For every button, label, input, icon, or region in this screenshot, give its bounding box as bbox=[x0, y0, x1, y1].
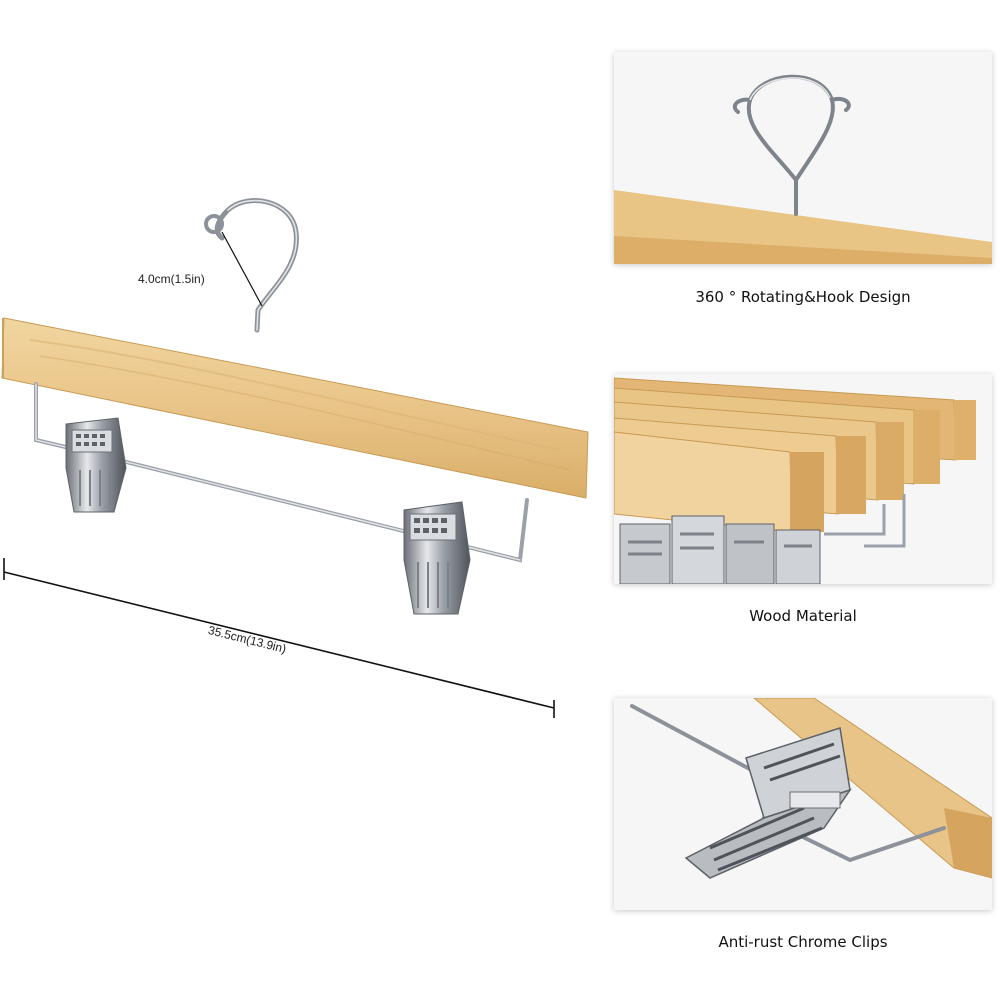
dimension-line-hook bbox=[221, 231, 263, 307]
wooden-bar bbox=[1, 317, 589, 499]
hook-icon bbox=[614, 74, 992, 264]
feature-caption-wood: Wood Material bbox=[749, 607, 857, 625]
chrome-clip bbox=[684, 727, 852, 879]
feature-caption-clip: Anti-rust Chrome Clips bbox=[718, 933, 888, 951]
wood-slats bbox=[614, 377, 976, 533]
feature-caption-hook: 360 ° Rotating&Hook Design bbox=[695, 288, 911, 306]
dimension-line-length bbox=[3, 558, 555, 718]
hanger-illustration bbox=[1, 198, 589, 718]
feature-panel-hook bbox=[614, 52, 992, 264]
wood-icon bbox=[614, 377, 976, 584]
right-clip bbox=[403, 501, 471, 615]
feature-panel-wood bbox=[614, 374, 992, 584]
hook bbox=[204, 198, 299, 333]
wood-clips bbox=[619, 494, 906, 584]
left-clip bbox=[65, 417, 127, 513]
hook-height-label: 4.0cm(1.5in) bbox=[138, 272, 205, 286]
feature-panel-clip bbox=[614, 698, 992, 910]
clip-icon bbox=[630, 698, 992, 879]
